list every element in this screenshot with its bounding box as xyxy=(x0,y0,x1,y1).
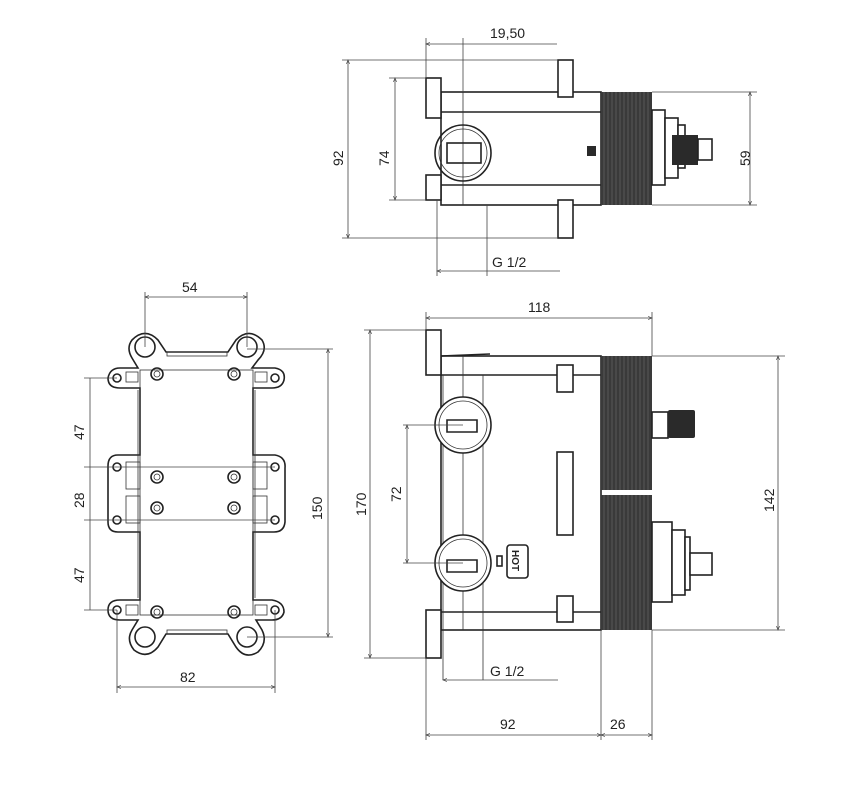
nut xyxy=(556,595,574,623)
threaded-section-upper xyxy=(601,356,652,490)
threaded-section xyxy=(601,92,652,205)
outlet-circle xyxy=(434,124,492,182)
spindle xyxy=(689,552,713,576)
large-holes xyxy=(134,336,258,648)
dim-92-side: 92 xyxy=(500,716,516,732)
hot-label: HOT xyxy=(506,544,529,579)
dim-92-top: 92 xyxy=(330,150,346,166)
dim-142: 142 xyxy=(761,488,777,512)
top-view: 19,50 92 74 59 G 1/2 xyxy=(330,25,757,276)
side-view: HOT 118 170 72 142 G 1/2 92 xyxy=(353,299,785,740)
dim-59: 59 xyxy=(737,150,753,166)
front-view: 54 150 47 28 47 82 xyxy=(71,279,333,693)
nut xyxy=(557,59,574,98)
dim-47-upper: 47 xyxy=(71,424,87,440)
dim-47-lower: 47 xyxy=(71,567,87,583)
nut xyxy=(557,199,574,239)
svg-text:HOT: HOT xyxy=(509,550,520,571)
dim-82: 82 xyxy=(180,669,196,685)
dim-19-50: 19,50 xyxy=(490,25,525,41)
dim-54: 54 xyxy=(182,279,198,295)
dim-74: 74 xyxy=(376,150,392,166)
dim-26: 26 xyxy=(610,716,626,732)
nut xyxy=(556,451,574,536)
dim-150: 150 xyxy=(309,496,325,520)
dim-118: 118 xyxy=(528,299,551,315)
screws xyxy=(150,367,241,619)
nut xyxy=(556,364,574,393)
spindle xyxy=(697,138,713,161)
dim-170: 170 xyxy=(353,492,369,516)
logo-mark xyxy=(587,146,596,156)
mounting-plate-outline xyxy=(107,332,286,656)
dim-g12-top: G 1/2 xyxy=(492,254,526,270)
threaded-section-lower xyxy=(601,495,652,630)
dim-28: 28 xyxy=(71,492,87,508)
dim-g12-side: G 1/2 xyxy=(490,663,524,679)
dim-72: 72 xyxy=(388,486,404,502)
top-view-body xyxy=(425,59,713,239)
